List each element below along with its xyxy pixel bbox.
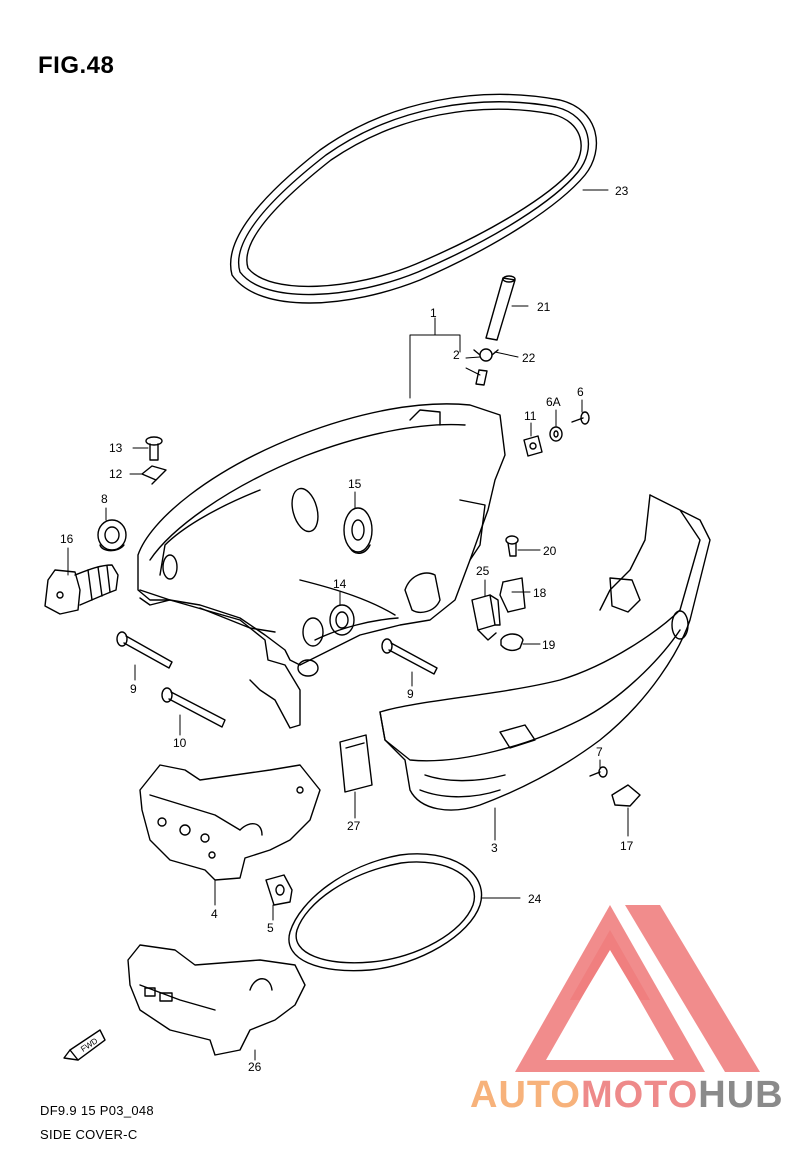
part-11-nut: [523, 435, 543, 457]
part-15-grommet: [343, 507, 373, 554]
leader-lines: [67, 189, 629, 1061]
part-24-seal: [288, 853, 483, 972]
callout-12: 12: [109, 467, 123, 481]
part-13-screw: [145, 436, 163, 461]
part-18-bracket: [499, 577, 526, 613]
part-4-bracket: [139, 764, 321, 881]
part-20-screw: [505, 535, 519, 557]
fwd-arrow-icon: [63, 1029, 106, 1061]
callout-16: 16: [60, 532, 74, 546]
watermark-part-moto: MOTO: [580, 1074, 699, 1116]
part-6a-washer: [549, 426, 563, 442]
callout-11: 11: [524, 409, 537, 423]
callout-9-left: 9: [130, 682, 137, 696]
part-9-bolt-left: [116, 631, 173, 669]
callout-labels: 1 2 3 4 5 6 6A 7 8 9 9 10 11 12 13 14 15…: [60, 184, 634, 1074]
callout-1: 1: [430, 306, 437, 320]
part-1-side-cover: [137, 403, 506, 729]
callout-18: 18: [533, 586, 547, 600]
part-9-bolt-right: [381, 638, 438, 675]
callout-6: 6: [577, 385, 584, 399]
callout-21: 21: [537, 300, 551, 314]
callout-9-right: 9: [407, 687, 414, 701]
part-7-screw: [589, 766, 608, 778]
callout-23: 23: [615, 184, 629, 198]
callout-27: 27: [347, 819, 361, 833]
callout-25: 25: [476, 564, 490, 578]
callout-3: 3: [491, 841, 498, 855]
part-12-nut: [141, 465, 167, 485]
watermark-part-auto: AUTO: [470, 1074, 581, 1116]
part-14-grommet: [329, 604, 355, 636]
figure-title: FIG.48: [38, 52, 115, 79]
part-16-boot: [44, 564, 119, 615]
callout-10: 10: [173, 736, 187, 750]
part-26-bracket: [127, 944, 306, 1056]
part-2-screw: [475, 369, 488, 386]
callout-7: 7: [596, 745, 603, 759]
watermark-brand: AUTOMOTOHUB: [470, 1074, 784, 1117]
callout-2: 2: [453, 348, 460, 362]
part-10-bolt: [161, 687, 226, 728]
callout-14: 14: [333, 577, 347, 591]
part-21-pin: [485, 275, 516, 341]
callout-19: 19: [542, 638, 556, 652]
callout-13: 13: [109, 441, 123, 455]
part-27-decal: [339, 734, 373, 793]
callout-5: 5: [267, 921, 274, 935]
callout-8: 8: [101, 492, 108, 506]
part-8-grommet: [97, 519, 127, 552]
callout-17: 17: [620, 839, 634, 853]
callout-4: 4: [211, 907, 218, 921]
part-17-cap: [611, 784, 641, 807]
part-23-seal: [230, 93, 598, 304]
callout-6a: 6A: [546, 395, 561, 409]
callout-22: 22: [522, 351, 536, 365]
part-22-clip: [473, 348, 499, 362]
callout-15: 15: [348, 477, 362, 491]
callout-26: 26: [248, 1060, 262, 1074]
callout-20: 20: [543, 544, 557, 558]
part-25-bracket: [471, 594, 501, 641]
part-6-screw: [571, 411, 590, 425]
callout-24: 24: [528, 892, 542, 906]
watermark-part-hub: HUB: [698, 1074, 784, 1116]
part-5-grommet: [265, 874, 293, 906]
part-3-lower-cover: [379, 494, 711, 811]
model-reference: DF9.9 15 P03_048: [40, 1103, 154, 1118]
watermark-logo-icon: [515, 905, 760, 1072]
part-19-grommet: [500, 633, 524, 652]
diagram-caption: SIDE COVER-C: [40, 1127, 138, 1142]
